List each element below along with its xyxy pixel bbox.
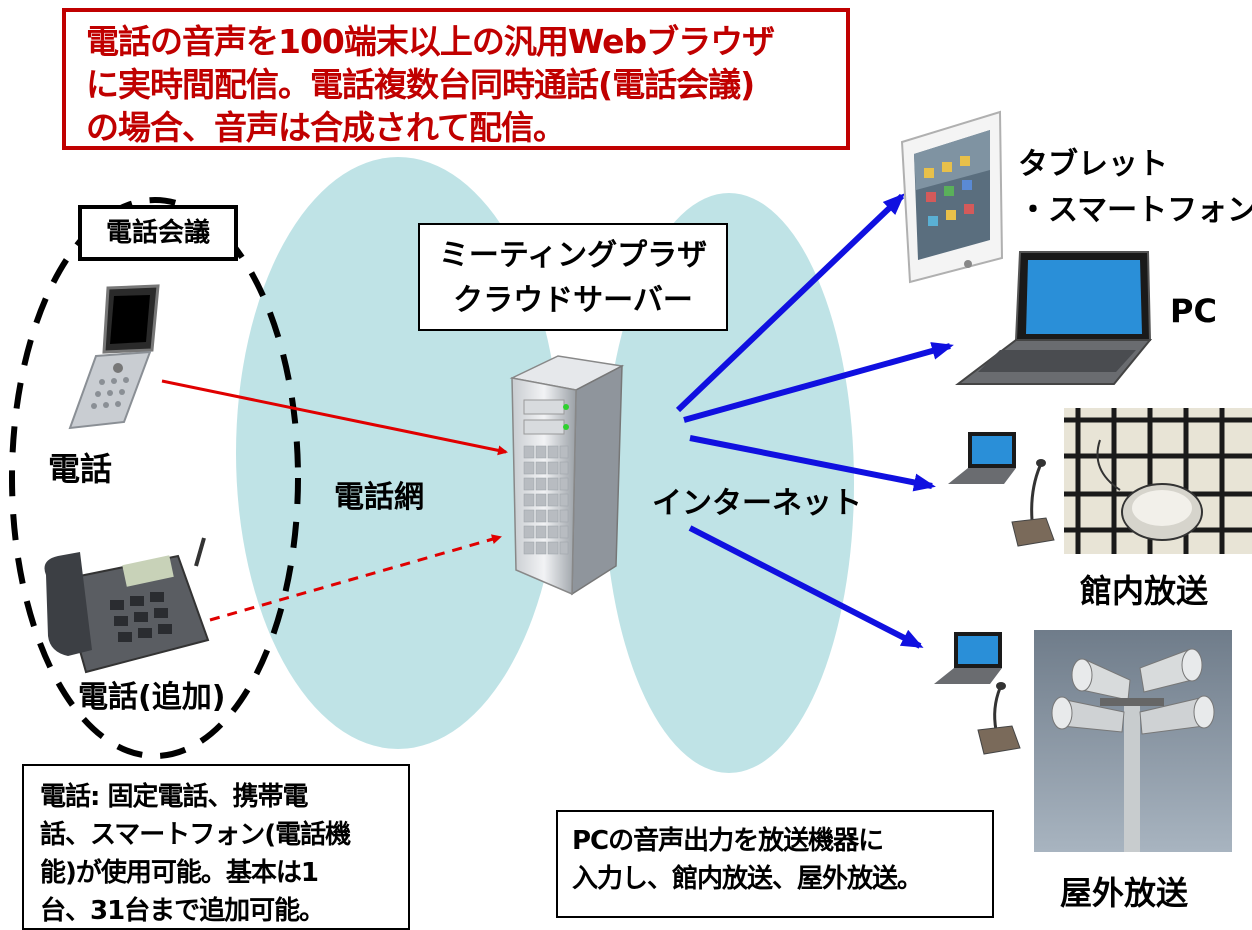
internet-area — [604, 193, 854, 773]
tablet-label-line-1: タブレット — [1018, 147, 1168, 182]
server-name-line-2: クラウドサーバー — [453, 283, 693, 318]
outdoor-speaker-photo — [1034, 630, 1232, 852]
indoor-speaker-photo — [1064, 408, 1252, 554]
pc-label: PC — [1170, 292, 1217, 330]
broadcast-note-line-1: PCの音声出力を放送機器に — [572, 826, 884, 856]
broadcast-note-box: PCの音声出力を放送機器に 入力し、館内放送、屋外放送。 — [556, 810, 994, 918]
internet-label: インターネット — [652, 486, 862, 521]
tablet-icon — [900, 110, 1004, 284]
server-name-line-1: ミーティングプラザ — [438, 238, 708, 273]
phone-network-label: 電話網 — [334, 480, 424, 515]
outdoor-broadcast-label: 屋外放送 — [1060, 874, 1189, 912]
desk-phone-icon — [44, 537, 210, 674]
conference-boundary — [9, 197, 301, 759]
indoor-broadcast-label: 館内放送 — [1080, 572, 1209, 610]
tablet-label-line-2: ・スマートフォン — [1018, 193, 1252, 228]
mobile-phone-icon — [68, 284, 160, 430]
phone-arrow — [161, 379, 508, 456]
indoor-pc-mic-icon — [948, 432, 1055, 547]
headline-line-1: 電話の音声を100端末以上の汎用Webブラウザ — [86, 22, 775, 61]
arrow-to-pc — [683, 342, 954, 423]
phone-extra-label: 電話(追加) — [78, 680, 226, 715]
conference-label: 電話会議 — [78, 205, 238, 261]
phone-note-line-2: 話、スマートフォン(電話機 — [40, 820, 351, 850]
headline-box: 電話の音声を100端末以上の汎用Webブラウザ に実時間配信。電話複数台同時通話… — [62, 8, 850, 150]
server-label-box: ミーティングプラザ クラウドサーバー — [418, 223, 728, 331]
phone-note-line-4: 台、31台まで追加可能。 — [40, 896, 325, 926]
phone-label: 電話 — [48, 450, 113, 488]
phone-extra-arrow — [209, 534, 502, 622]
phone-note-line-3: 能)が使用可能。基本は1 — [40, 858, 319, 888]
phone-note-box: 電話: 固定電話、携帯電 話、スマートフォン(電話機 能)が使用可能。基本は1 … — [22, 764, 410, 930]
arrow-to-tablet — [675, 193, 905, 413]
phone-note-line-1: 電話: 固定電話、携帯電 — [40, 782, 308, 812]
laptop-icon — [955, 251, 1153, 385]
broadcast-note-line-2: 入力し、館内放送、屋外放送。 — [572, 864, 923, 894]
headline-line-2: に実時間配信。電話複数台同時通話(電話会議) — [86, 65, 755, 104]
arrow-to-outdoor — [688, 525, 924, 649]
tablet-label: タブレット ・スマートフォン — [1018, 142, 1252, 234]
outdoor-pc-mic-icon — [934, 632, 1021, 755]
headline-line-3: の場合、音声は合成されて配信。 — [86, 108, 566, 147]
server-icon — [509, 355, 625, 596]
arrow-to-indoor — [689, 435, 936, 492]
